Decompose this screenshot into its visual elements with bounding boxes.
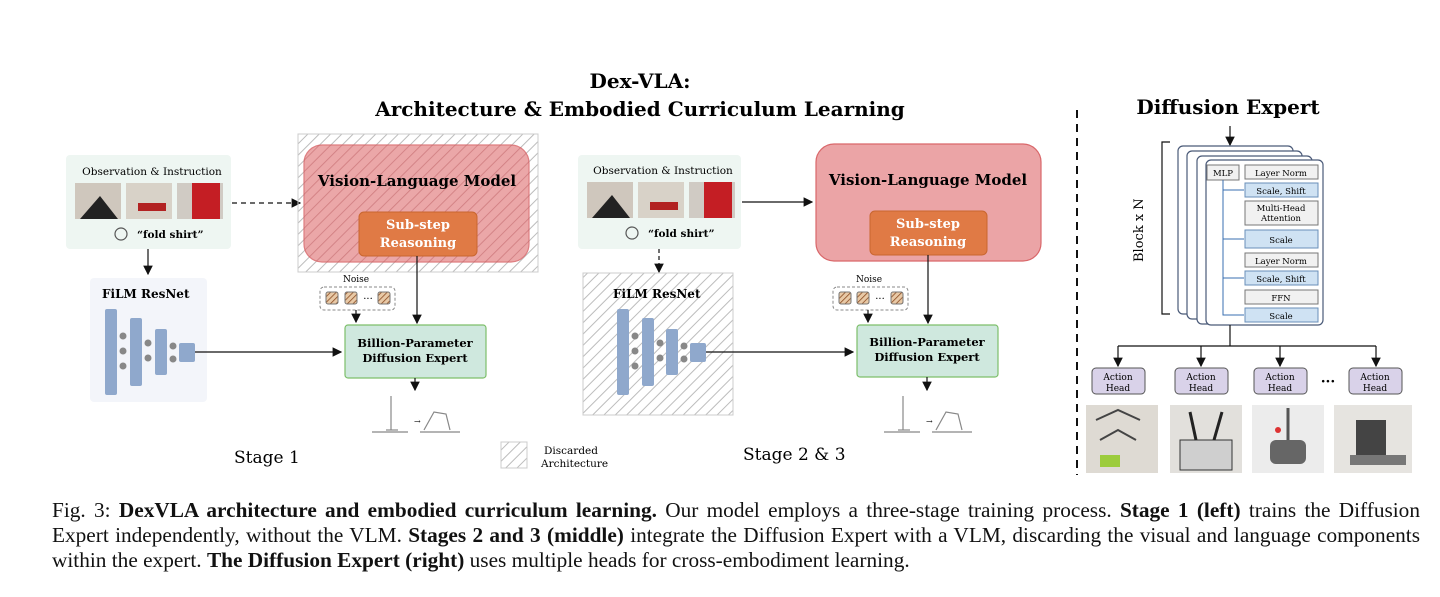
svg-text:Head: Head [1189,384,1214,394]
svg-text:Layer Norm: Layer Norm [1255,169,1307,179]
substep-line1: Sub-step [386,218,450,233]
caption-bold-4: The Diffusion Expert (right) [206,548,465,572]
caption-bold-3: Stages 2 and 3 (middle) [408,523,624,547]
diffusion-line2: Diffusion Expert [362,351,468,365]
robot-action-icon [372,396,460,433]
film-resnet-label: FiLM ResNet [102,287,190,301]
svg-text:···: ··· [875,294,885,305]
observation-photo [126,183,172,219]
instruction-text: “fold shirt” [648,228,715,240]
action-head [1348,367,1403,395]
svg-text:Action: Action [1359,373,1389,383]
svg-text:Head: Head [1268,384,1293,394]
robot-photo [1086,405,1158,473]
substep-line2: Reasoning [380,236,456,251]
caption-text-1: Our model employs a three-stage training… [656,498,1120,522]
svg-text:FFN: FFN [1271,294,1291,304]
observation-title: Observation & Instruction [593,165,733,177]
svg-text:Scale: Scale [1269,312,1292,322]
noise-label: Noise [343,275,369,285]
layer-norm-2 [1244,252,1319,268]
svg-text:···: ··· [363,294,373,305]
legend-label-1: Discarded [544,445,598,457]
instruction-text: “fold shirt” [137,229,204,241]
noise-box [832,286,909,311]
svg-text:Action: Action [1264,373,1294,383]
stage23-label: Stage 2 & 3 [743,445,846,465]
diffusion-line1: Billion-Parameter [357,336,473,350]
observation-title: Observation & Instruction [82,166,222,178]
svg-text:→: → [414,417,421,426]
mlp-label: MLP [1213,169,1233,179]
substep-line1: Sub-step [896,217,960,232]
action-head [1174,367,1229,395]
block-label: Block x N [1132,198,1147,262]
caption-text-2: trains the Diffusion Expert independentl… [52,498,1420,547]
action-head [1091,367,1146,395]
robot-action-icon [884,396,972,433]
scale-1 [1244,229,1319,249]
caption-text-4: uses multiple heads for cross-embodiment… [464,548,910,572]
speaker-icon [625,226,639,240]
svg-text:Scale, Shift: Scale, Shift [1256,275,1306,285]
heads-ellipsis: ··· [1321,374,1336,390]
caption-prefix: Fig. 3: [52,498,119,522]
caption-text-3: integrate the Diffusion Expert with a VL… [52,523,1420,572]
svg-text:Action: Action [1102,373,1132,383]
vlm-title: Vision-Language Model [317,172,517,190]
svg-text:Scale: Scale [1269,236,1292,246]
scale-shift-1 [1244,182,1319,198]
stage1-diagram: Observation & Instruction “fold shirt” F… [66,133,539,468]
ffn-box [1244,289,1319,305]
speaker-icon [114,227,128,241]
svg-text:→: → [926,417,933,426]
scale-shift-2 [1244,270,1319,286]
svg-text:Head: Head [1363,384,1388,394]
svg-text:Multi-Head: Multi-Head [1257,204,1306,214]
diffusion-line2: Diffusion Expert [874,350,980,364]
diffusion-expert-panel: Diffusion Expert Block x N MLP Layer Nor… [1086,95,1412,473]
scale-2 [1244,307,1319,323]
legend-swatch [500,441,528,469]
film-resnet-label: FiLM ResNet [613,287,701,301]
figure-caption: Fig. 3: DexVLA architecture and embodied… [52,498,1420,573]
vlm-title: Vision-Language Model [828,171,1028,189]
multi-head-attention [1244,200,1319,226]
figure-title-line1: Dex-VLA: [590,69,691,93]
diffusion-line1: Billion-Parameter [869,335,985,349]
svg-text:Layer Norm: Layer Norm [1255,257,1307,267]
action-head [1253,367,1308,395]
substep-line2: Reasoning [890,235,966,250]
noise-label: Noise [856,275,882,285]
architecture-figure: Dex-VLA: Architecture & Embodied Curricu… [66,69,1412,475]
stage1-label: Stage 1 [234,448,300,468]
svg-text:Attention: Attention [1260,214,1302,224]
substep-box [358,211,478,257]
figure-title-line2: Architecture & Embodied Curriculum Learn… [374,97,905,121]
legend-label-2: Architecture [540,458,608,470]
stage23-diagram: Observation & Instruction “fold shirt” F… [578,143,1042,465]
layer-norm-1 [1244,164,1319,180]
svg-text:Action: Action [1185,373,1215,383]
caption-bold-1: DexVLA architecture and embodied curricu… [118,498,657,522]
expert-panel-title: Diffusion Expert [1136,95,1320,119]
svg-text:Head: Head [1106,384,1131,394]
svg-text:Scale, Shift: Scale, Shift [1256,187,1306,197]
noise-box [319,286,396,311]
caption-bold-2: Stage 1 (left) [1119,498,1241,522]
